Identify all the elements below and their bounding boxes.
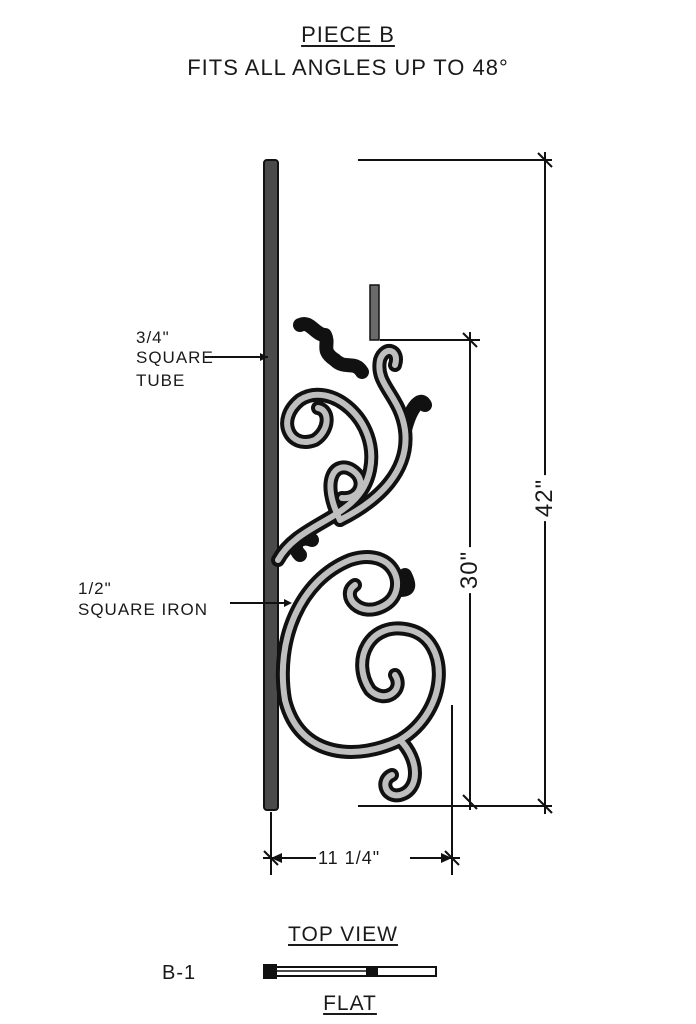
piece-title: PIECE B [301,22,395,47]
tube-name-label-1: SQUARE [136,348,214,367]
tube-name-label-2: TUBE [136,371,186,390]
dim-11-25 [263,705,460,875]
top-view-bar [263,964,437,979]
iron-size-label: 1/2" [78,579,112,598]
part-code-label: B-1 [162,962,197,984]
piece-subtitle: FITS ALL ANGLES UP TO 48° [187,55,509,80]
square-tube [263,159,279,811]
top-stub [369,284,380,341]
width-label: 11 1/4" [318,848,381,868]
iron-name-label: SQUARE IRON [78,600,209,619]
overall-height-label: 42" [531,474,559,522]
tube-size-label: 3/4" [136,328,170,347]
scroll-height-label: 30" [456,546,484,594]
scroll-work [271,317,446,803]
top-view-heading: TOP VIEW [288,923,398,946]
flat-caption: FLAT [323,992,377,1015]
